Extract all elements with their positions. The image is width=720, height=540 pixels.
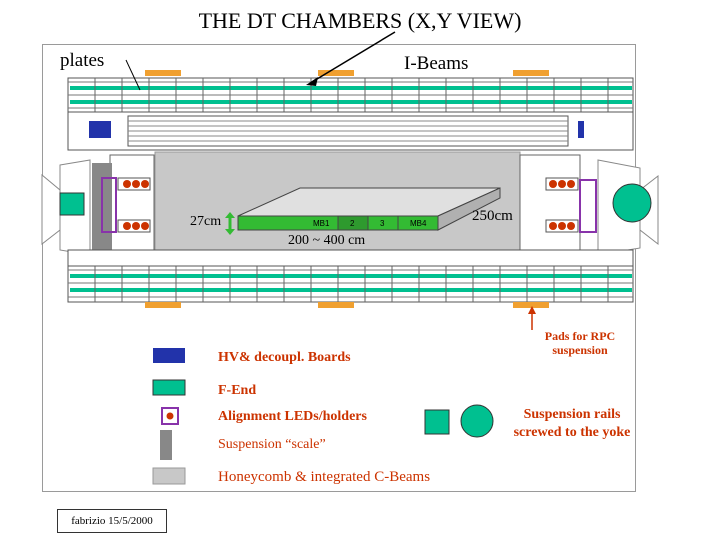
ibeam-pad xyxy=(513,70,549,76)
right-column xyxy=(519,154,581,261)
rpc-pad xyxy=(513,302,549,308)
height-arrow xyxy=(225,212,235,235)
legend-swatch-suspension-scale xyxy=(160,430,172,460)
right-side xyxy=(519,154,659,261)
chamber-mb4-bar xyxy=(397,215,439,231)
chamber-2-label: 2 xyxy=(350,219,355,228)
rail-circle-icon xyxy=(460,404,494,438)
led-dot xyxy=(141,222,149,230)
rails-label: Suspension rails screwed to the yoke xyxy=(513,407,631,440)
legend-led-holder-text: Alignment LEDs/holders xyxy=(218,409,367,424)
left-side xyxy=(41,154,155,261)
chamber-mb1-label: MB1 xyxy=(313,219,330,228)
rpc-pad xyxy=(318,302,354,308)
ibeam-pad xyxy=(318,70,354,76)
left-rail-mount xyxy=(41,173,61,246)
top-board-row xyxy=(67,111,634,151)
legend-swatch-honeycomb xyxy=(152,467,186,485)
chamber-slab xyxy=(237,187,501,231)
top-plates xyxy=(67,77,634,113)
legend-suspension-scale-text: Suspension “scale” xyxy=(218,437,326,452)
led-dot xyxy=(132,222,140,230)
bottom-board-strip xyxy=(67,249,634,267)
rpc-pad xyxy=(145,302,181,308)
led-dot xyxy=(567,222,575,230)
bottom-board-row xyxy=(67,249,634,303)
pads-label: Pads for RPC suspension xyxy=(544,329,616,357)
bottom-plate-outline xyxy=(67,265,634,303)
left-column xyxy=(109,154,155,261)
range-label: 200 ~ 400 cm xyxy=(288,233,366,248)
led-dot xyxy=(549,222,557,230)
chamber-3-label: 3 xyxy=(380,219,385,228)
led-dot xyxy=(123,180,131,188)
led-dot xyxy=(549,180,557,188)
legend-swatch-hv-board xyxy=(153,348,185,363)
ibeams-arrowhead xyxy=(306,77,318,86)
ibeam-pad xyxy=(145,70,181,76)
led-frame-left xyxy=(101,177,117,233)
led-dot xyxy=(141,180,149,188)
legend-front-end-text: F-End xyxy=(218,383,257,398)
suspension-rail-right xyxy=(612,183,652,223)
top-teal-stripe xyxy=(70,86,632,90)
page-title: THE DT CHAMBERS (X,Y VIEW) xyxy=(198,8,522,33)
led-frame-right xyxy=(579,179,597,233)
legend-swatch-front-end xyxy=(152,379,186,396)
front-end-left xyxy=(59,192,85,216)
legend-hv-board-text: HV& decoupl. Boards xyxy=(218,350,351,365)
bottom-teal-stripe xyxy=(70,274,632,278)
led-dot xyxy=(132,180,140,188)
top-ibeam-pads xyxy=(145,70,549,76)
bottom-rpc-pads xyxy=(145,302,549,308)
top-board-lines xyxy=(128,120,568,142)
chamber-mb4-label: MB4 xyxy=(410,219,427,228)
hv-board-right xyxy=(578,121,584,138)
ibeams-label: I-Beams xyxy=(404,53,469,74)
plates-pointer xyxy=(125,59,141,91)
led-dot xyxy=(567,180,575,188)
ibeams-pointer xyxy=(311,31,396,83)
pads-arrowhead xyxy=(528,306,536,314)
rail-square-icon xyxy=(424,409,450,435)
top-teal-stripe xyxy=(70,100,632,104)
height-label: 27cm xyxy=(190,214,222,229)
bottom-teal-stripe xyxy=(70,288,632,292)
led-dot xyxy=(558,180,566,188)
plate-ticks xyxy=(94,78,609,112)
legend-led-dot xyxy=(166,412,174,420)
legend-honeycomb-text: Honeycomb & integrated C-Beams xyxy=(218,469,431,485)
width-label: 250cm xyxy=(472,208,513,224)
led-dot xyxy=(558,222,566,230)
plates-label: plates xyxy=(60,50,105,71)
hv-board-left xyxy=(89,121,111,138)
footer-credit: fabrizio 15/5/2000 xyxy=(57,509,167,533)
diagram-frame xyxy=(42,44,636,492)
led-dot xyxy=(123,222,131,230)
